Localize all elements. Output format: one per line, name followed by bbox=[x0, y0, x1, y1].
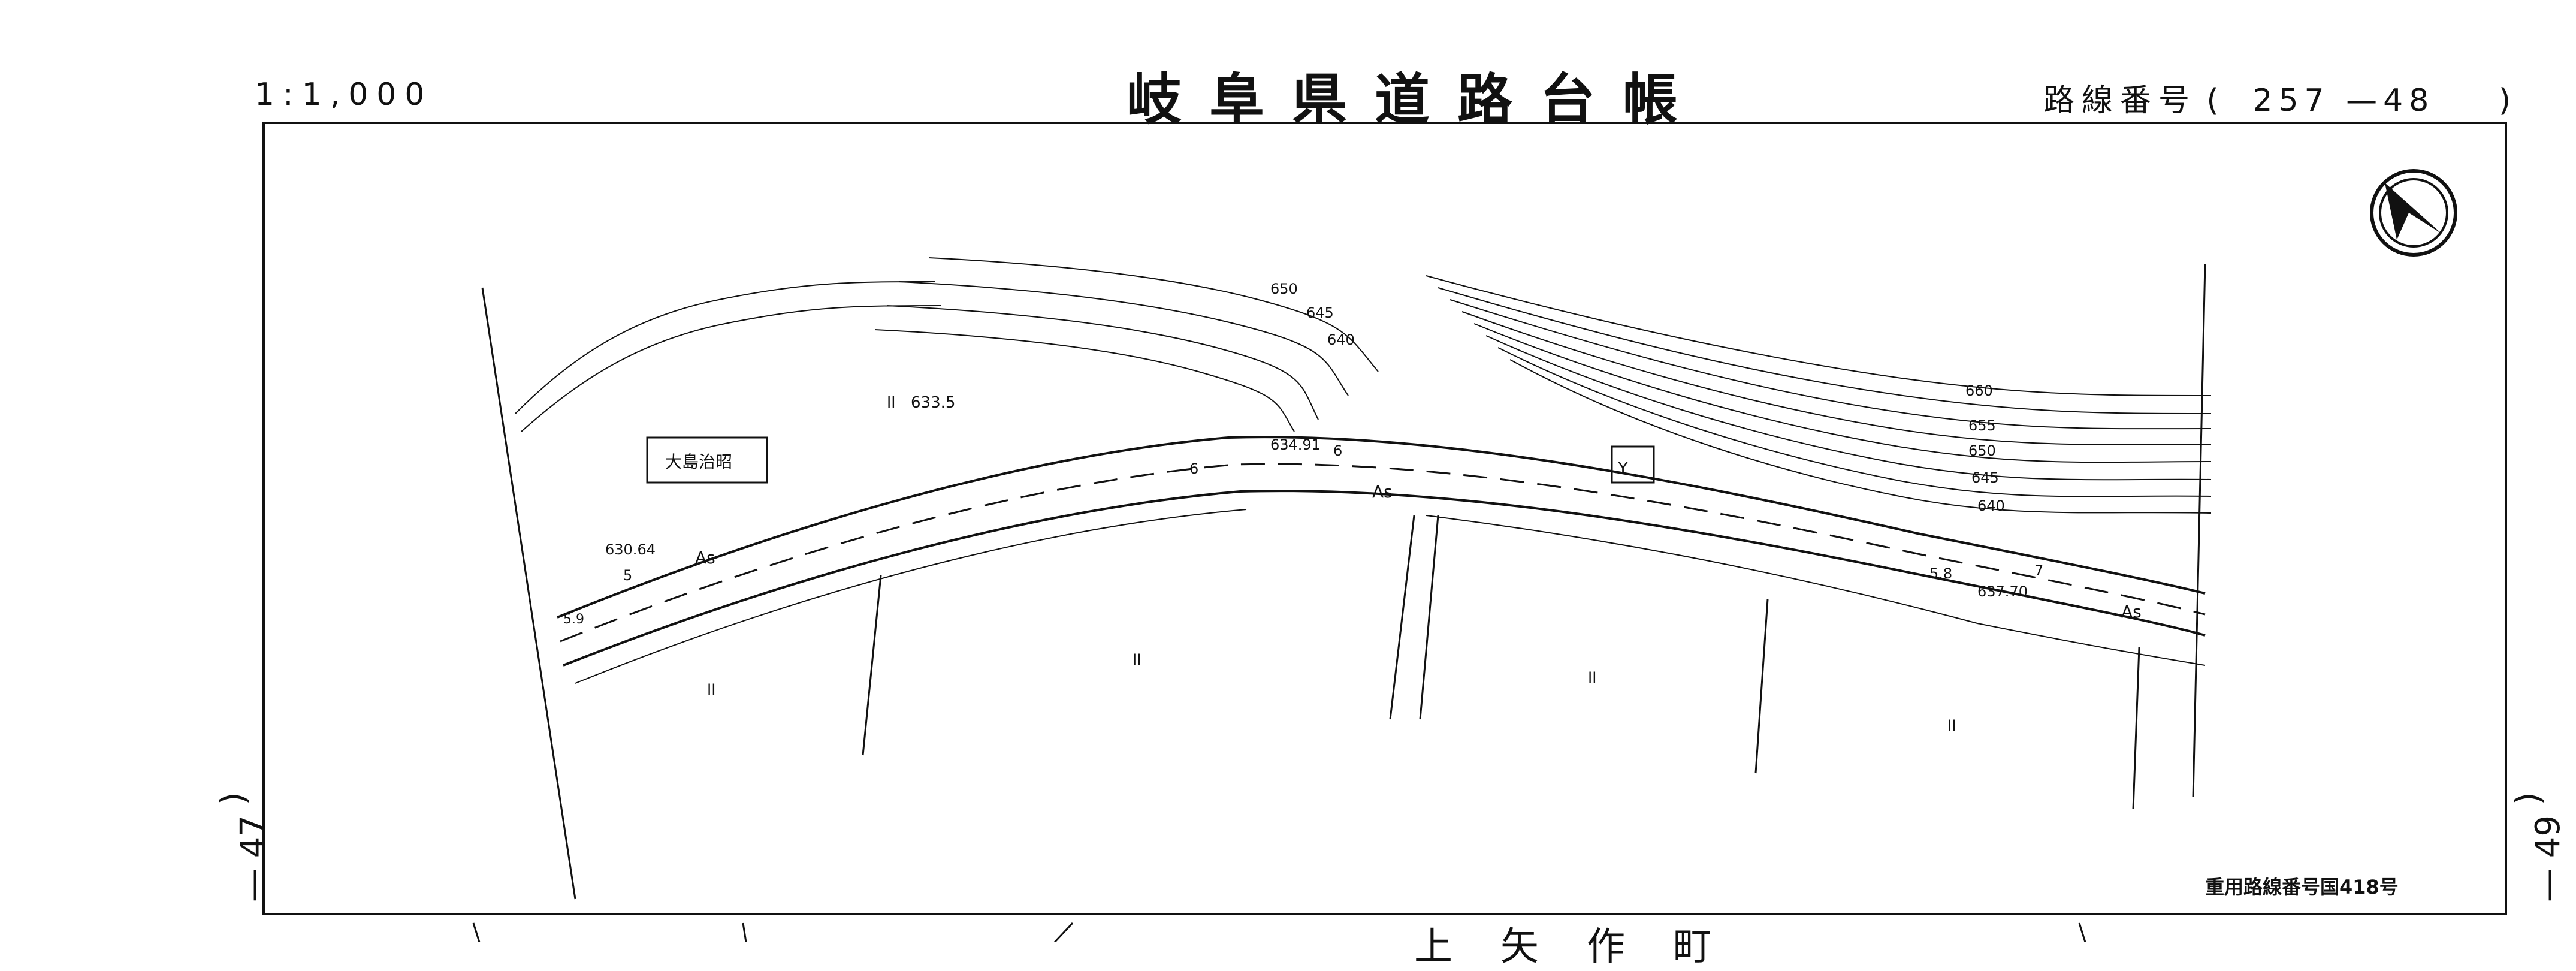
building-outline bbox=[646, 436, 768, 484]
north-arrow-icon bbox=[2370, 169, 2457, 257]
structure-label: Y bbox=[1617, 458, 1629, 478]
contour-label: 640 bbox=[1977, 497, 2005, 514]
route-open-paren: ( bbox=[2206, 83, 2219, 119]
land-mark: ll bbox=[887, 394, 895, 412]
map-frame bbox=[262, 122, 2507, 915]
width-label: 5.9 bbox=[563, 612, 584, 627]
structure-outline bbox=[1611, 445, 1655, 484]
contour-label: 640 bbox=[1327, 331, 1355, 348]
width-label: 6 bbox=[1189, 460, 1198, 477]
land-mark: ll bbox=[1947, 717, 1956, 735]
land-mark: ll bbox=[1133, 652, 1141, 670]
route-number-label: 路線番号 bbox=[2043, 83, 2197, 119]
surface-label: As bbox=[1372, 482, 1393, 502]
surface-label: As bbox=[695, 548, 715, 568]
boundary-line-left bbox=[481, 287, 576, 900]
map-scale: 1:1,000 bbox=[255, 77, 433, 113]
width-label: 5 bbox=[623, 567, 632, 584]
elevation-label: 634.91 bbox=[1270, 436, 1321, 453]
contour-label: 650 bbox=[1270, 281, 1298, 297]
elevation-label: 637.70 bbox=[1977, 583, 2028, 600]
overlap-route-note: 重用路線番号国418号 bbox=[2205, 876, 2399, 898]
road-map-drawing: 大島治昭 633.5 634.91 630.64 637.70 650 645 … bbox=[262, 122, 2507, 942]
route-number-block: 路線番号 ( 257 —48 ) bbox=[2043, 75, 2511, 120]
elevation-label: 630.64 bbox=[605, 541, 656, 558]
elevation-label: 633.5 bbox=[911, 394, 955, 412]
route-close-paren: ) bbox=[2498, 83, 2511, 119]
contour-label: 645 bbox=[1306, 304, 1334, 321]
route-number-value: 257 —48 bbox=[2252, 83, 2435, 119]
owner-label: 大島治昭 bbox=[665, 452, 732, 472]
contour-label: 660 bbox=[1965, 382, 1993, 399]
contour-label: 650 bbox=[1968, 442, 1996, 459]
width-label: 7 bbox=[2034, 562, 2043, 579]
boundary-line-right bbox=[2192, 263, 2206, 798]
contour-lines bbox=[515, 257, 2212, 514]
surface-label: As bbox=[2121, 602, 2142, 622]
width-label: 5.8 bbox=[1929, 565, 1952, 582]
width-label: 6 bbox=[1333, 442, 1342, 459]
road-ledger-sheet: 1:1,000 岐阜県道路台帳 路線番号 ( 257 —48 ) — 47 ) … bbox=[213, 68, 2568, 969]
contour-label: 645 bbox=[1971, 469, 1999, 486]
town-name: 上矢作町 bbox=[1414, 925, 1759, 969]
parcel-lines bbox=[862, 515, 2140, 810]
sheet-edge-marks bbox=[472, 922, 2086, 942]
page-title: 岐阜県道路台帳 bbox=[1127, 68, 1706, 132]
contour-label: 655 bbox=[1968, 417, 1996, 434]
land-mark: ll bbox=[1588, 670, 1596, 687]
land-mark: ll bbox=[707, 681, 715, 699]
road-outline bbox=[557, 436, 2206, 684]
